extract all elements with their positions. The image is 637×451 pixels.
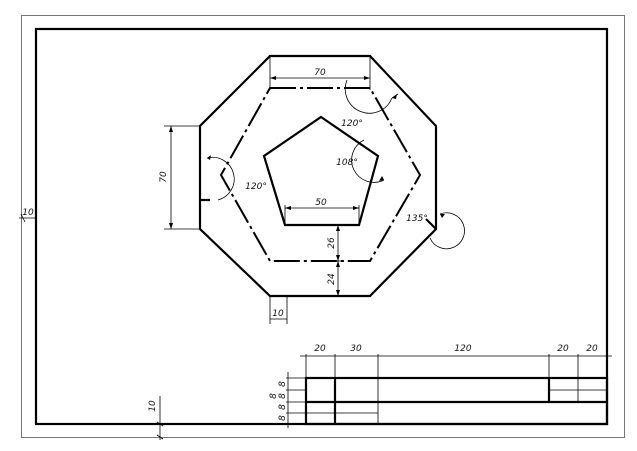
dim-bottom-margin-label: 10	[148, 400, 158, 412]
row-dim-4: 8	[278, 415, 288, 421]
row-dim-5: 8	[269, 393, 279, 399]
dim-vertical-26-24: 26 24	[327, 225, 344, 296]
dim-26-label: 26	[327, 237, 337, 249]
dim-bottom-margin-10: 10	[148, 396, 164, 440]
dim-left-margin-label: 10	[22, 208, 34, 218]
angle-left: 120°	[206, 155, 267, 201]
angle-right: 135°	[406, 212, 465, 250]
dashed-hexagon	[219, 87, 422, 262]
dim-left-70-label: 70	[159, 171, 169, 183]
dim-bottom-10: 10	[269, 296, 288, 324]
angle-pentagon: 108°	[336, 139, 385, 183]
dim-left-70: 70	[159, 125, 200, 230]
title-block-row-dims: 8 8 8 8 8	[269, 381, 288, 421]
title-block: 20 30 120 20 20 8 8 8 8 8	[269, 344, 612, 428]
dim-bottom-10-label: 10	[272, 309, 284, 319]
dim-top-70-label: 70	[314, 68, 326, 78]
angle-right-label: 135°	[406, 214, 428, 224]
row-dim-2: 8	[278, 393, 288, 399]
row-dim-1: 8	[278, 381, 288, 387]
outer-octagon	[198, 54, 438, 298]
octagon-notch-right	[425, 218, 437, 230]
dim-top-70: 70	[269, 56, 371, 90]
col-dim-3: 120	[454, 344, 471, 354]
sheet-outer-border	[21, 15, 625, 438]
title-block-col-dims: 20 30 120 20 20	[314, 344, 598, 354]
dim-24-label: 24	[327, 273, 337, 285]
angle-left-label: 120°	[245, 182, 267, 192]
col-dim-2: 30	[350, 344, 362, 354]
col-dim-5: 20	[586, 344, 598, 354]
dim-pentagon-50: 50	[284, 198, 360, 225]
row-dim-3: 8	[278, 404, 288, 410]
inner-pentagon	[262, 115, 380, 227]
angle-upper-right-label: 120°	[341, 119, 363, 129]
dim-left-margin-10: 10	[19, 208, 36, 223]
dim-pentagon-50-label: 50	[315, 198, 327, 208]
col-dim-1: 20	[314, 344, 326, 354]
angle-upper-right: 120°	[341, 79, 399, 129]
col-dim-4: 20	[557, 344, 569, 354]
angle-pentagon-label: 108°	[336, 158, 358, 168]
